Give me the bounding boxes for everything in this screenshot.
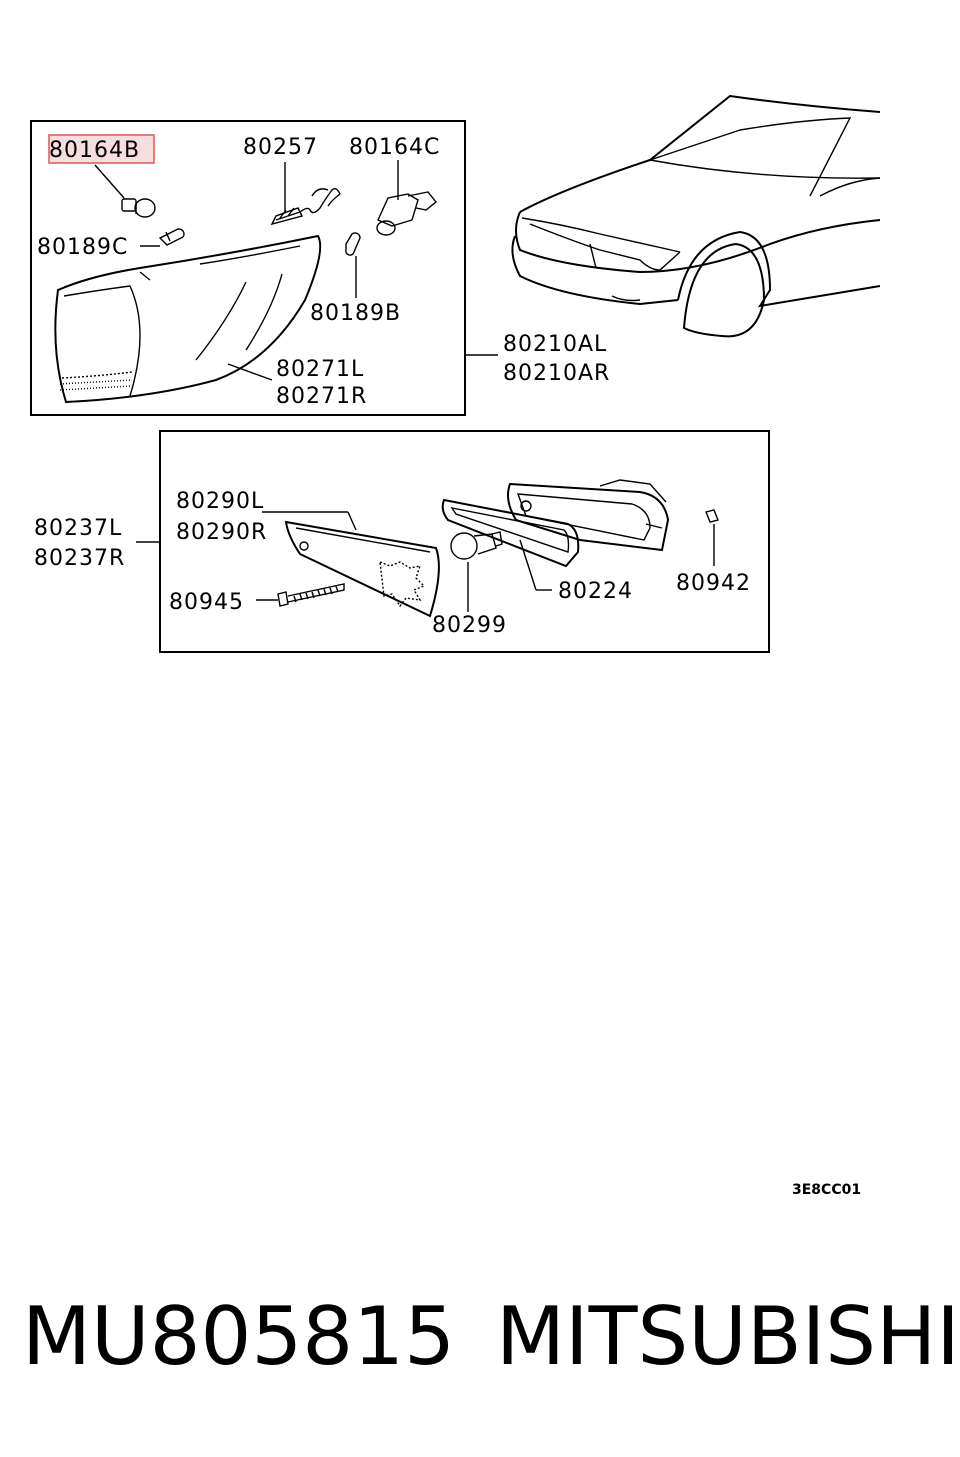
callout-80257[interactable]: 80257	[243, 135, 318, 160]
gasket-80224-icon	[441, 498, 580, 591]
bulb-80189b-icon	[345, 232, 361, 298]
side-marker-lens-icon	[262, 511, 440, 618]
lamp-lens-icon	[54, 234, 322, 404]
callout-80945[interactable]: 80945	[169, 590, 244, 615]
callout-80189b[interactable]: 80189B	[310, 301, 401, 326]
footer-brand: MITSUBISHI	[496, 1290, 960, 1383]
callout-80237r[interactable]: 80237R	[34, 546, 125, 571]
bulb-80299-icon	[450, 531, 503, 612]
clip-80942-icon	[705, 509, 719, 566]
figure-code: 3E8CC01	[792, 1182, 861, 1198]
callout-80290r[interactable]: 80290R	[176, 520, 267, 545]
callout-80210ar[interactable]: 80210AR	[503, 361, 610, 386]
callout-80271r[interactable]: 80271R	[276, 384, 367, 409]
callout-80210al[interactable]: 80210AL	[503, 332, 607, 357]
callout-80189c[interactable]: 80189C	[37, 235, 128, 260]
bulb-80189c-icon	[140, 228, 185, 247]
side-marker-housing-icon	[507, 479, 670, 552]
callout-80164c[interactable]: 80164C	[349, 135, 440, 160]
socket-80164c-icon	[376, 160, 437, 236]
socket-80164b-icon	[94, 164, 156, 218]
upper-assembly-box	[30, 120, 466, 416]
callout-80299[interactable]: 80299	[432, 613, 507, 638]
callout-80290l[interactable]: 80290L	[176, 489, 264, 514]
highlight-box	[48, 134, 155, 164]
callout-80164b[interactable]: 80164B	[49, 138, 140, 163]
callout-80942[interactable]: 80942	[676, 571, 751, 596]
wiring-80257-icon	[270, 162, 341, 226]
screw-80945-icon	[256, 583, 345, 607]
footer-part-number: MU805815	[22, 1290, 455, 1383]
callout-80271l[interactable]: 80271L	[276, 357, 364, 382]
callout-80224[interactable]: 80224	[558, 579, 633, 604]
callout-80237l[interactable]: 80237L	[34, 516, 122, 541]
car-outline-icon	[511, 94, 881, 338]
